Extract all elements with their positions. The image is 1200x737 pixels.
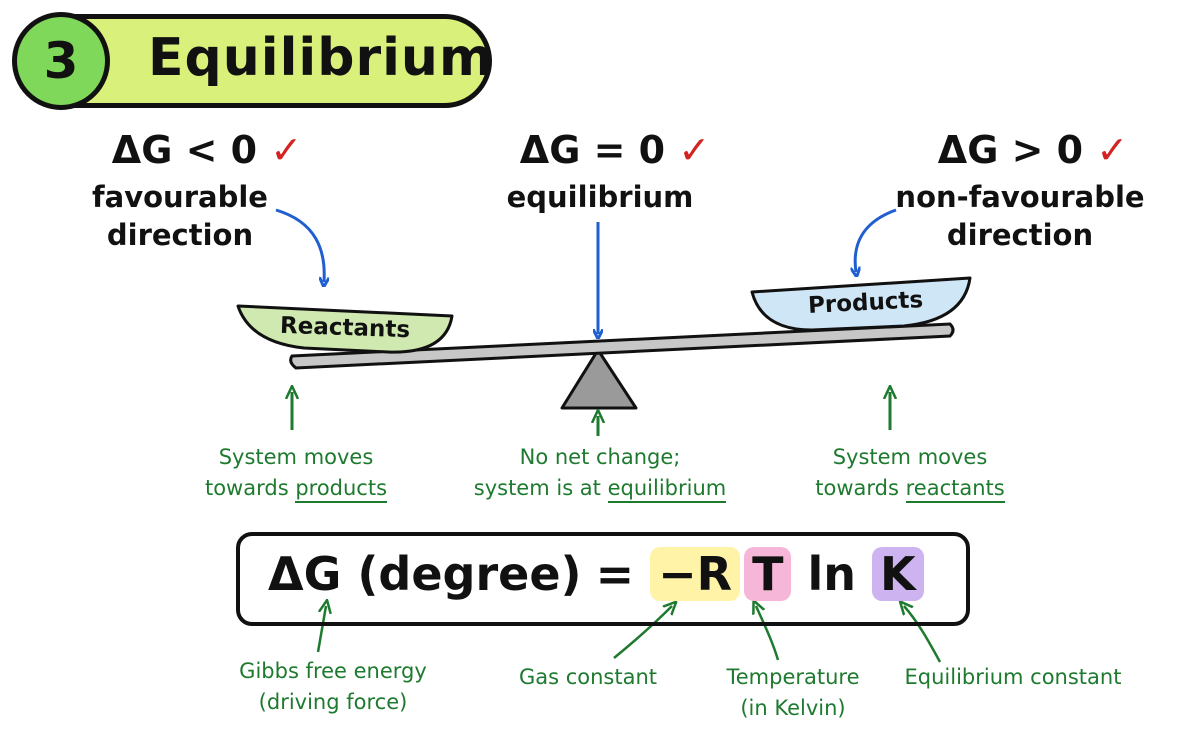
formula-ln: ln bbox=[807, 547, 856, 601]
condition-left-desc: favourable direction bbox=[62, 178, 298, 254]
desc-line: non-favourable bbox=[895, 180, 1145, 214]
section-number-badge: 3 bbox=[12, 12, 110, 110]
reactants-pan bbox=[236, 304, 454, 354]
formula-equals: = bbox=[595, 547, 635, 601]
arrow-gibbs bbox=[316, 606, 326, 653]
arrow-gas-constant bbox=[613, 606, 672, 659]
note-line: System moves bbox=[218, 445, 374, 469]
formula-t: T bbox=[744, 547, 792, 601]
arrow-equilibrium-constant bbox=[904, 606, 942, 663]
desc-line: favourable bbox=[92, 180, 268, 214]
label-line: Equilibrium constant bbox=[904, 665, 1122, 689]
note-left: System moves towards products bbox=[186, 442, 406, 504]
note-emphasis: reactants bbox=[905, 476, 1005, 503]
arrow-left-blue bbox=[275, 208, 324, 282]
note-line-2: towards reactants bbox=[800, 473, 1020, 504]
fulcrum bbox=[560, 348, 638, 410]
reactants-label: Reactants bbox=[279, 312, 411, 344]
products-pan bbox=[750, 276, 972, 332]
label-line: Gibbs free energy bbox=[239, 659, 427, 683]
desc-line: direction bbox=[106, 218, 254, 252]
note-right: System moves towards reactants bbox=[800, 442, 1020, 504]
check-icon: ✓ bbox=[270, 128, 303, 172]
label-temperature: Temperature (in Kelvin) bbox=[708, 662, 878, 724]
desc-line: equilibrium bbox=[506, 180, 694, 214]
desc-line: direction bbox=[946, 218, 1094, 252]
note-center: No net change; system is at equilibrium bbox=[460, 442, 740, 504]
formula-box bbox=[236, 532, 970, 626]
condition-right-desc: non-favourable direction bbox=[895, 178, 1145, 254]
condition-left-expr: ΔG < 0 bbox=[111, 128, 258, 172]
note-prefix: towards bbox=[204, 476, 296, 500]
note-prefix: towards bbox=[815, 476, 906, 500]
note-line-2: towards products bbox=[186, 473, 406, 504]
gibbs-formula: ΔG (degree) = −R T ln K bbox=[268, 547, 926, 601]
note-emphasis: products bbox=[295, 476, 388, 503]
note-line: System moves bbox=[832, 445, 988, 469]
formula-minus-r: −R bbox=[650, 547, 741, 601]
balance-beam bbox=[289, 322, 955, 370]
section-number: 3 bbox=[43, 32, 79, 90]
note-emphasis: equilibrium bbox=[607, 476, 727, 503]
label-line: Temperature bbox=[726, 665, 860, 689]
check-icon: ✓ bbox=[678, 128, 711, 172]
label-equilibrium-constant: Equilibrium constant bbox=[888, 662, 1138, 693]
condition-center: ΔG = 0 ✓ bbox=[500, 128, 730, 172]
note-prefix: system is at bbox=[473, 476, 608, 500]
condition-right: ΔG > 0 ✓ bbox=[918, 128, 1148, 172]
label-gibbs: Gibbs free energy (driving force) bbox=[218, 656, 448, 718]
condition-center-desc: equilibrium bbox=[490, 178, 710, 216]
label-line: (in Kelvin) bbox=[740, 696, 846, 720]
label-line: (driving force) bbox=[258, 690, 408, 714]
condition-left: ΔG < 0 ✓ bbox=[92, 128, 322, 172]
label-gas-constant: Gas constant bbox=[498, 662, 678, 693]
arrow-right-blue bbox=[855, 208, 897, 272]
note-line-2: system is at equilibrium bbox=[460, 473, 740, 504]
label-line: Gas constant bbox=[518, 665, 658, 689]
page-title: Equilibrium bbox=[148, 28, 495, 88]
arrow-temperature bbox=[756, 606, 780, 661]
formula-k: K bbox=[871, 547, 924, 601]
formula-lhs: ΔG (degree) bbox=[268, 547, 582, 601]
check-icon: ✓ bbox=[1096, 128, 1129, 172]
condition-right-expr: ΔG > 0 bbox=[937, 128, 1084, 172]
note-line: No net change; bbox=[519, 445, 681, 469]
condition-center-expr: ΔG = 0 bbox=[519, 128, 666, 172]
